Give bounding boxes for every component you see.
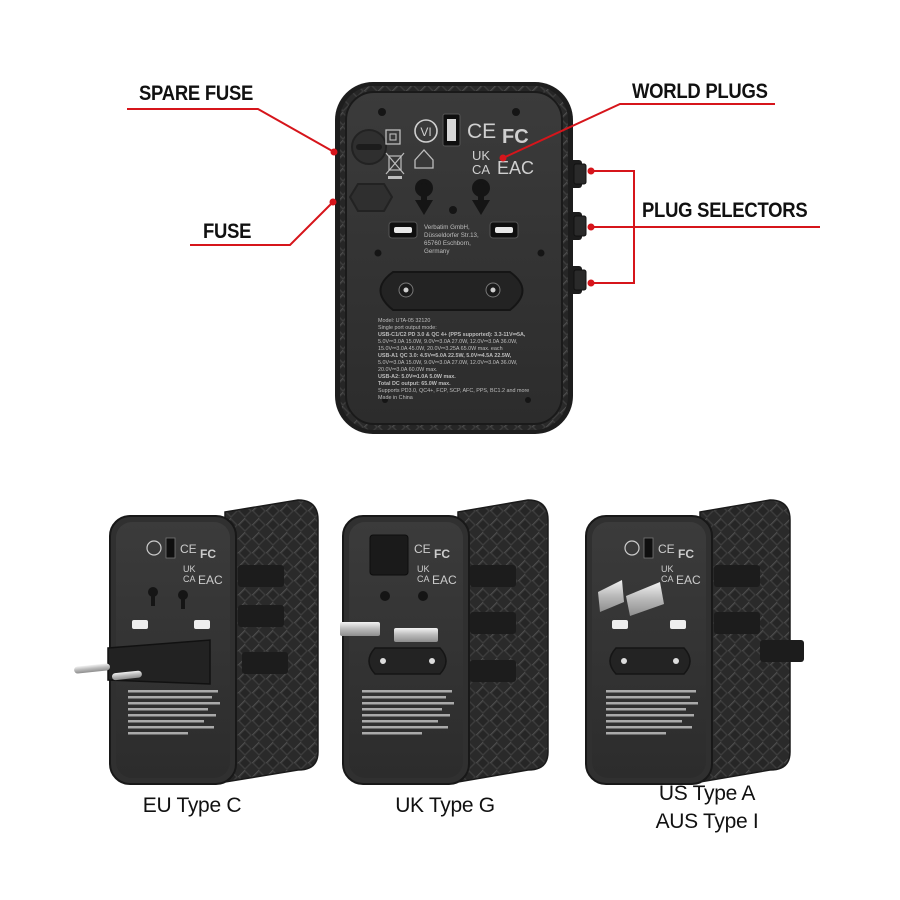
svg-text:EAC: EAC [432, 573, 457, 587]
address-block: Verbatim GmbH, Düsseldorfer Str.13, 6576… [424, 224, 479, 255]
svg-text:Verbatim GmbH,: Verbatim GmbH, [424, 224, 470, 231]
svg-text:5.0V⎓3.0A 15.0W, 9.0V⎓3.0A 27.: 5.0V⎓3.0A 15.0W, 9.0V⎓3.0A 27.0W, 12.0V⎓… [378, 360, 518, 366]
svg-text:UK: UK [417, 564, 430, 574]
callout-dots [329, 148, 595, 287]
svg-text:Supports PD3.0, QC4+, FCP, SCP: Supports PD3.0, QC4+, FCP, SCP, AFC, PPS… [378, 388, 529, 394]
caption-uk-text: UK Type G [395, 794, 495, 817]
ukca-mark-line2: CA [472, 162, 490, 177]
callout-fuse: FUSE [203, 220, 252, 243]
callout-lines [127, 103, 820, 284]
svg-text:Made in China: Made in China [378, 395, 413, 401]
svg-text:Düsseldorfer Str.13,: Düsseldorfer Str.13, [424, 232, 479, 239]
svg-text:FC: FC [678, 547, 694, 561]
caption-uk-type-g: UK Type G [335, 792, 555, 820]
svg-text:Total DC output: 65.0W max.: Total DC output: 65.0W max. [378, 381, 451, 387]
socket-left [415, 179, 433, 215]
svg-text:Germany: Germany [424, 248, 450, 255]
main-device-face: VI CE FC UK CA EAC Verbatim GmbH, Dü [335, 82, 587, 434]
plug-selector-bottom [568, 266, 587, 294]
svg-text:Model: UTA-05 32120: Model: UTA-05 32120 [378, 318, 430, 324]
eu-plug-recess [379, 271, 524, 311]
svg-text:CE: CE [658, 542, 675, 556]
callout-world-plugs: WORLD PLUGS [632, 80, 768, 103]
brand-mark: VI [420, 125, 431, 139]
svg-text:5.0V⎓3.0A 15.0W, 9.0V⎓3.0A 27.: 5.0V⎓3.0A 15.0W, 9.0V⎓3.0A 27.0W, 12.0V⎓… [378, 339, 518, 345]
device-us-aus-variant: CE FC UK CA EAC [585, 499, 804, 785]
socket-right [472, 179, 490, 215]
ce-mark: CE [467, 120, 496, 143]
eac-mark: EAC [497, 158, 534, 178]
svg-text:20.0V⎓3.0A 60.0W max.: 20.0V⎓3.0A 60.0W max. [378, 367, 437, 373]
caption-eu-type-c: EU Type C [82, 792, 302, 820]
fuse-slot [348, 183, 394, 212]
svg-text:USB-A2: 5.0V⎓1.0A 5.0W max.: USB-A2: 5.0V⎓1.0A 5.0W max. [378, 374, 456, 380]
plug-selector-top [568, 160, 587, 188]
svg-text:USB-C1/C2 PD 3.0 & QC 4+ (PPS: USB-C1/C2 PD 3.0 & QC 4+ (PPS supported)… [378, 332, 526, 338]
device-eu-variant: CE FC UK CA EAC [74, 499, 319, 785]
svg-text:65760 Eschborn,: 65760 Eschborn, [424, 240, 471, 247]
svg-text:EAC: EAC [676, 573, 701, 587]
svg-text:CA: CA [661, 574, 674, 584]
svg-text:CA: CA [417, 574, 430, 584]
svg-text:CA: CA [183, 574, 196, 584]
svg-text:Single port output mode:: Single port output mode: [378, 325, 437, 331]
svg-text:CE: CE [180, 542, 197, 556]
caption-us-text: US Type A [658, 782, 756, 805]
svg-text:UK: UK [661, 564, 674, 574]
caption-us-aus: US Type A AUS Type I [597, 780, 817, 836]
svg-text:FC: FC [434, 547, 450, 561]
svg-text:15.0V⎓3.0A 45.0W, 20.0V⎓3.25A: 15.0V⎓3.0A 45.0W, 20.0V⎓3.25A 65.0W max.… [378, 346, 503, 352]
fc-mark: FC [502, 126, 529, 148]
svg-text:FC: FC [200, 547, 216, 561]
device-uk-variant: CE FC UK CA EAC [340, 499, 549, 785]
plug-selector-middle [568, 212, 587, 240]
svg-text:UK: UK [183, 564, 196, 574]
ukca-mark-line1: UK [472, 148, 490, 163]
caption-aus-text: AUS Type I [655, 810, 759, 833]
svg-text:CE: CE [414, 542, 431, 556]
callout-plug-selectors: PLUG SELECTORS [642, 199, 808, 222]
svg-text:EAC: EAC [198, 573, 223, 587]
svg-text:USB-A1 QC 3.0: 4.5V⎓5.0A 22.5W: USB-A1 QC 3.0: 4.5V⎓5.0A 22.5W, 5.0V⎓4.5… [378, 353, 512, 359]
callout-spare-fuse: SPARE FUSE [139, 82, 254, 105]
caption-eu-text: EU Type C [142, 794, 242, 817]
spec-text-block: Model: UTA-05 32120 Single port output m… [378, 318, 529, 401]
brand-logo-icon [414, 119, 438, 143]
